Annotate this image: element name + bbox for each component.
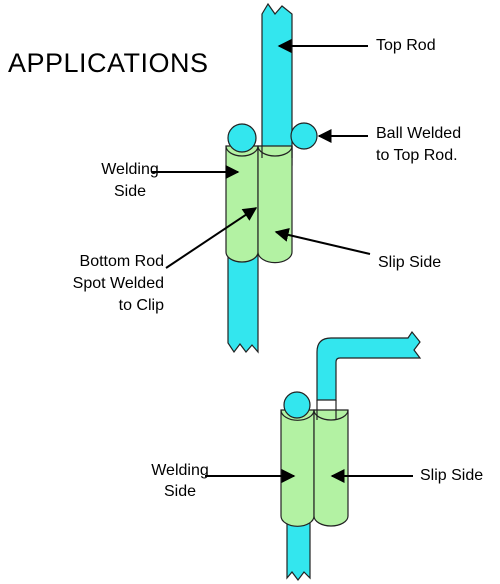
label-bottom-rod-line1: Bottom Rod (79, 253, 164, 270)
label-ball-welded-line2: to Top Rod. (376, 147, 458, 164)
diagram-title: APPLICATIONS (8, 48, 209, 78)
label-slip-side-2: Slip Side (420, 467, 484, 484)
bottom-rod-lower (286, 519, 311, 581)
leader-slip-side-1 (274, 228, 371, 255)
label-welding-side-1-line2: Side (113, 183, 147, 200)
clip-top-ball-lower (283, 391, 311, 419)
label-bottom-rod-line3: to Clip (118, 297, 164, 314)
bottom-rod (227, 254, 259, 354)
clip-welding-tube (225, 145, 259, 263)
bent-top-rod (316, 330, 422, 401)
clip-welding-tube-lower (280, 409, 315, 527)
label-welding-side-1-line1: Welding (101, 161, 159, 178)
clip-slip-tube (257, 145, 293, 264)
label-ball-welded-line1: Ball Welded (376, 125, 462, 142)
label-welding-side-2-line1: Welding (151, 462, 209, 479)
label-welding-side-2-line2: Side (163, 483, 197, 500)
clip-top-ball (227, 123, 257, 153)
leader-bottom-rod (165, 207, 258, 269)
top-rod (261, 2, 293, 166)
label-top-rod: Top Rod (376, 37, 436, 54)
label-slip-side-1: Slip Side (378, 254, 442, 271)
clip-slip-tube-lower (313, 409, 349, 527)
ball-welded-top (290, 122, 318, 150)
label-bottom-rod-line2: Spot Welded (72, 275, 164, 292)
